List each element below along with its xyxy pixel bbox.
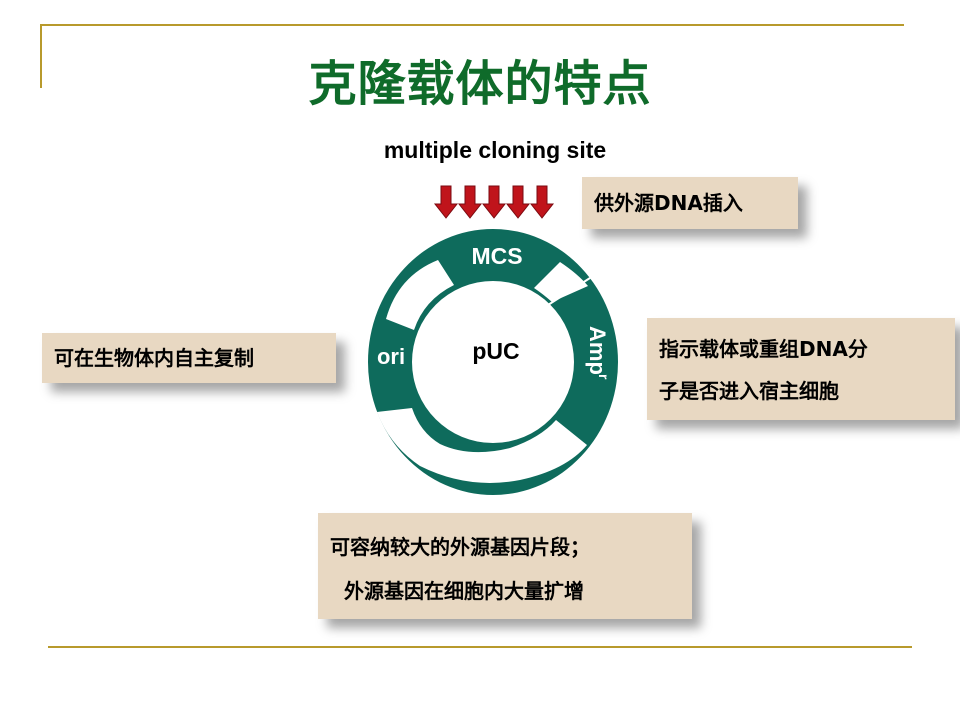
note-mcs: 供外源DNA插入	[582, 177, 798, 229]
note-insert-line-1: 可容纳较大的外源基因片段；	[330, 535, 590, 559]
bottom-rule	[48, 646, 912, 648]
amp-label-group: Amp r	[585, 326, 612, 380]
note-ori: 可在生物体内自主复制	[42, 333, 336, 383]
mcs-caption: multiple cloning site	[383, 137, 607, 163]
note-amp-line-2: 子是否进入宿主细胞	[659, 379, 839, 403]
ring-gap-upper-right	[534, 262, 588, 302]
plasmid-name: pUC	[472, 338, 519, 364]
ori-label: ori	[377, 344, 405, 369]
top-rule	[40, 24, 904, 26]
arrow-down-icon	[481, 185, 507, 219]
arrow-down-icon	[529, 185, 555, 219]
arrow-down-icon	[505, 185, 531, 219]
amp-superscript: r	[596, 374, 612, 380]
note-insert: 可容纳较大的外源基因片段； 外源基因在细胞内大量扩增	[318, 513, 692, 619]
amp-label: Amp	[585, 326, 610, 375]
ring-gap-bottom	[377, 408, 587, 483]
note-insert-line-2: 外源基因在细胞内大量扩增	[344, 579, 584, 603]
mcs-label: MCS	[471, 243, 522, 269]
left-rule	[40, 24, 42, 88]
note-amp-line-1: 指示载体或重组DNA分	[659, 337, 868, 361]
note-amp: 指示载体或重组DNA分 子是否进入宿主细胞	[647, 318, 955, 420]
slide-title: 克隆载体的特点	[308, 56, 652, 112]
arrow-down-icon	[433, 185, 459, 219]
note-mcs-text: 供外源DNA插入	[594, 191, 743, 215]
mcs-arrows	[433, 185, 555, 219]
note-ori-text: 可在生物体内自主复制	[54, 346, 254, 370]
arrow-down-icon	[457, 185, 483, 219]
ring-gap-upper-left	[386, 260, 454, 330]
